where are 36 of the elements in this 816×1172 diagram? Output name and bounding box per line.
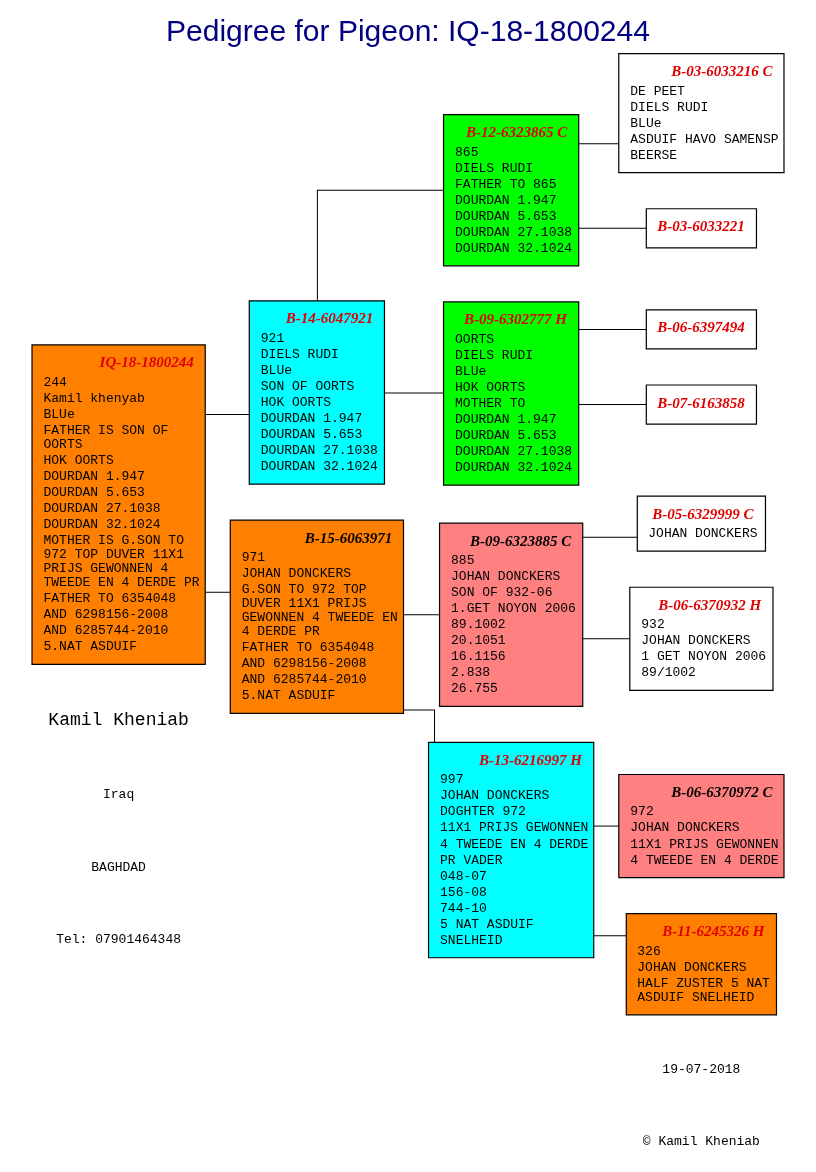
node-box: B-12-6323865 C 865 DIELS RUDI FATHER TO 865 DOURDAN 1.947 DOURDAN 5.653 DOURDAN 27.1038 DOURDAN 32.1024 <box>442 114 580 267</box>
node-box: B-03-6033216 C DE PEET DIELS RUDI BLUe ASDUIF HAVO SAMENSP BEERSE <box>618 52 785 174</box>
node-box: B-09-6323885 C 885 JOHAN DONCKERS SON OF 932-06 1.GET NOYON 2006 89.1002 20.1051 16.1156 2.838 26.755 <box>438 522 584 707</box>
connector <box>578 328 647 330</box>
connector <box>582 638 630 640</box>
node-box: B-09-6302777 H OORTS DIELS RUDI BLUe HOK OORTS MOTHER TO DOURDAN 1.947 DOURDAN 5.653 DOURDAN 27.1038 DOURDAN 32.1024 <box>442 301 580 486</box>
connector <box>593 825 620 827</box>
node-box: B-14-6047921 921 DIELS RUDI BLUe SON OF OORTS HOK OORTS DOURDAN 1.947 DOURDAN 5.653 DOURDAN 27.1038 DOURDAN 32.1024 <box>248 300 386 485</box>
node-box: B-05-6329999 C JOHAN DONCKERS <box>636 495 767 552</box>
diagram-title: Pedigree for Pigeon: IQ-18-1800244 <box>166 13 650 47</box>
label: Kamil Kheniab <box>48 710 189 731</box>
label: Tel: 07901464348 <box>56 931 182 947</box>
connector <box>582 536 638 538</box>
node-box: IQ-18-1800244 244 Kamil khenyab BLUe FATHER IS SON OF OORTS HOK OORTS DOURDAN 1.947 DOURDAN 5.653 DOURDAN 27.1038 DOURDAN 32.1024 MOTHER IS G.SON TO 972 TOP DUVER 11X1 PRIJS GEWONNEN 4 TWEEDE EN 4 DERDE PR FATHER TO 6354048 AND 6298156-2008 AND 6285744-2010 5.NAT ASDUIF <box>31 344 206 665</box>
node-box: B-07-6163858 <box>645 384 758 425</box>
node-box: B-06-6370972 C 972 JOHAN DONCKERS 11X1 PRIJS GEWONNEN 4 TWEEDE EN 4 DERDE <box>618 773 785 879</box>
node-box: B-13-6216997 H 997 JOHAN DONCKERS DOGHTER 972 11X1 PRIJS GEWONNEN 4 TWEEDE EN 4 DERDE PR VADER 048-07 156-08 744-10 5 NAT ASDUIF SNELHEID <box>427 741 595 959</box>
connector <box>593 935 627 937</box>
connector <box>316 189 444 302</box>
connector <box>204 414 250 415</box>
label: © Kamil Kheniab <box>642 1133 760 1149</box>
connector <box>578 404 647 405</box>
connector <box>384 392 444 394</box>
node-box: B-11-6245326 H 326 JOHAN DONCKERS HALF ZUSTER 5 NAT ASDUIF SNELHEID <box>625 913 778 1016</box>
label: BAGHDAD <box>91 859 146 875</box>
node-box: B-06-6370932 H 932 JOHAN DONCKERS 1 GET NOYON 2006 89/1002 <box>629 586 774 691</box>
connector <box>204 591 231 593</box>
node-box: B-15-6063971 971 JOHAN DONCKERS G.SON TO 972 TOP DUVER 11X1 PRIJS GEWONNEN 4 TWEEDE EN 4 DERDE PR FATHER TO 6354048 AND 6298156-2008 AND 6285744-2010 5.NAT ASDUIF <box>229 519 405 714</box>
connector <box>578 227 647 229</box>
connector <box>403 709 436 743</box>
label: Iraq <box>103 787 135 803</box>
node-box: B-06-6397494 <box>645 309 758 350</box>
connector <box>403 614 440 616</box>
connector <box>578 143 620 145</box>
label: 19-07-2018 <box>662 1061 741 1077</box>
node-box: B-03-6033221 <box>645 208 758 249</box>
